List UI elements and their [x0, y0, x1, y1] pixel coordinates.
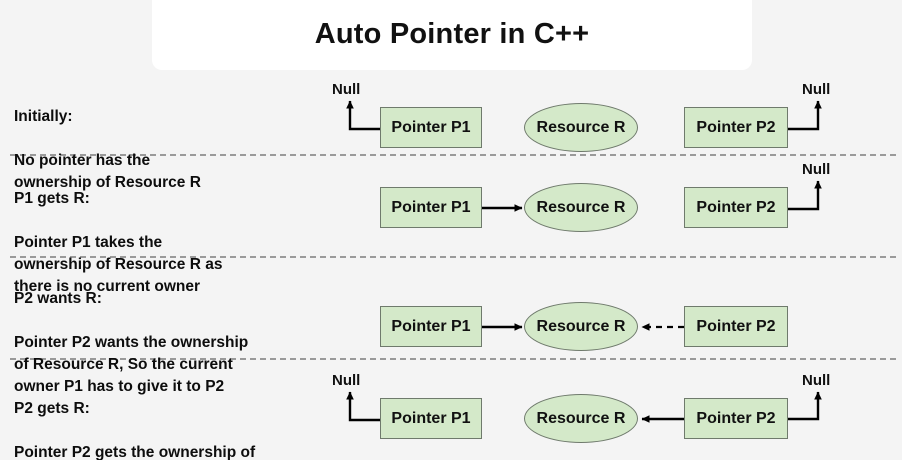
- node-label: Pointer P2: [696, 317, 776, 335]
- node-pointer-p2-row1[interactable]: Pointer P2: [684, 107, 788, 148]
- node-pointer-p2-row4[interactable]: Pointer P2: [684, 398, 788, 439]
- page-title: Auto Pointer in C++: [314, 17, 590, 50]
- node-pointer-p2-row3[interactable]: Pointer P2: [684, 306, 788, 347]
- node-label: Resource R: [536, 317, 626, 335]
- row-heading-initially: Initially:: [14, 108, 73, 125]
- row-separator-3: [10, 358, 896, 360]
- row-heading-p2-wants-r: P2 wants R:: [14, 290, 102, 307]
- null-label-right-row2: Null: [802, 161, 831, 178]
- null-label-left-row4: Null: [332, 372, 361, 389]
- node-pointer-p1-row4[interactable]: Pointer P1: [380, 398, 482, 439]
- node-label: Pointer P2: [696, 409, 776, 427]
- row-description-p2-gets-r: P2 gets R: Pointer P2 gets the ownership…: [14, 376, 334, 460]
- node-label: Pointer P2: [696, 118, 776, 136]
- node-resource-r-row3[interactable]: Resource R: [524, 302, 638, 351]
- row-description-initially: Initially: No pointer has the ownership …: [14, 84, 334, 194]
- row-separator-1: [10, 154, 896, 156]
- node-label: Resource R: [536, 409, 626, 427]
- row-heading-p1-gets-r: P1 gets R:: [14, 190, 90, 207]
- row-body-initially: No pointer has the ownership of Resource…: [14, 152, 201, 191]
- row-body-p2-gets-r: Pointer P2 gets the ownership of Resourc…: [14, 444, 256, 460]
- node-label: Pointer P1: [391, 118, 471, 136]
- row-body-p2-wants-r: Pointer P2 wants the ownership of Resour…: [14, 334, 249, 395]
- node-pointer-p1-row3[interactable]: Pointer P1: [380, 306, 482, 347]
- node-resource-r-row1[interactable]: Resource R: [524, 103, 638, 152]
- p1-null-arrow-row1: [346, 100, 380, 131]
- null-label-right-row1: Null: [802, 81, 831, 98]
- node-label: Pointer P1: [391, 198, 471, 216]
- p2-null-arrow-row4: [788, 391, 822, 421]
- node-label: Resource R: [536, 198, 626, 216]
- row-description-p2-wants-r: P2 wants R: Pointer P2 wants the ownersh…: [14, 266, 334, 398]
- node-pointer-p1-row2[interactable]: Pointer P1: [380, 187, 482, 228]
- node-resource-r-row4[interactable]: Resource R: [524, 394, 638, 443]
- node-resource-r-row2[interactable]: Resource R: [524, 183, 638, 232]
- title-card: Auto Pointer in C++: [152, 0, 752, 70]
- node-label: Resource R: [536, 118, 626, 136]
- row-heading-p2-gets-r: P2 gets R:: [14, 400, 90, 417]
- row-description-p1-gets-r: P1 gets R: Pointer P1 takes the ownershi…: [14, 166, 334, 298]
- p1-null-arrow-row4: [346, 391, 380, 422]
- node-label: Pointer P1: [391, 409, 471, 427]
- null-label-right-row4: Null: [802, 372, 831, 389]
- node-label: Pointer P2: [696, 198, 776, 216]
- node-pointer-p2-row2[interactable]: Pointer P2: [684, 187, 788, 228]
- row-body-p1-gets-r: Pointer P1 takes the ownership of Resour…: [14, 234, 223, 295]
- null-label-left-row1: Null: [332, 81, 361, 98]
- p2-null-arrow-row2: [788, 180, 822, 211]
- row-separator-2: [10, 256, 896, 258]
- node-pointer-p1-row1[interactable]: Pointer P1: [380, 107, 482, 148]
- p2-null-arrow-row1: [788, 100, 822, 131]
- node-label: Pointer P1: [391, 317, 471, 335]
